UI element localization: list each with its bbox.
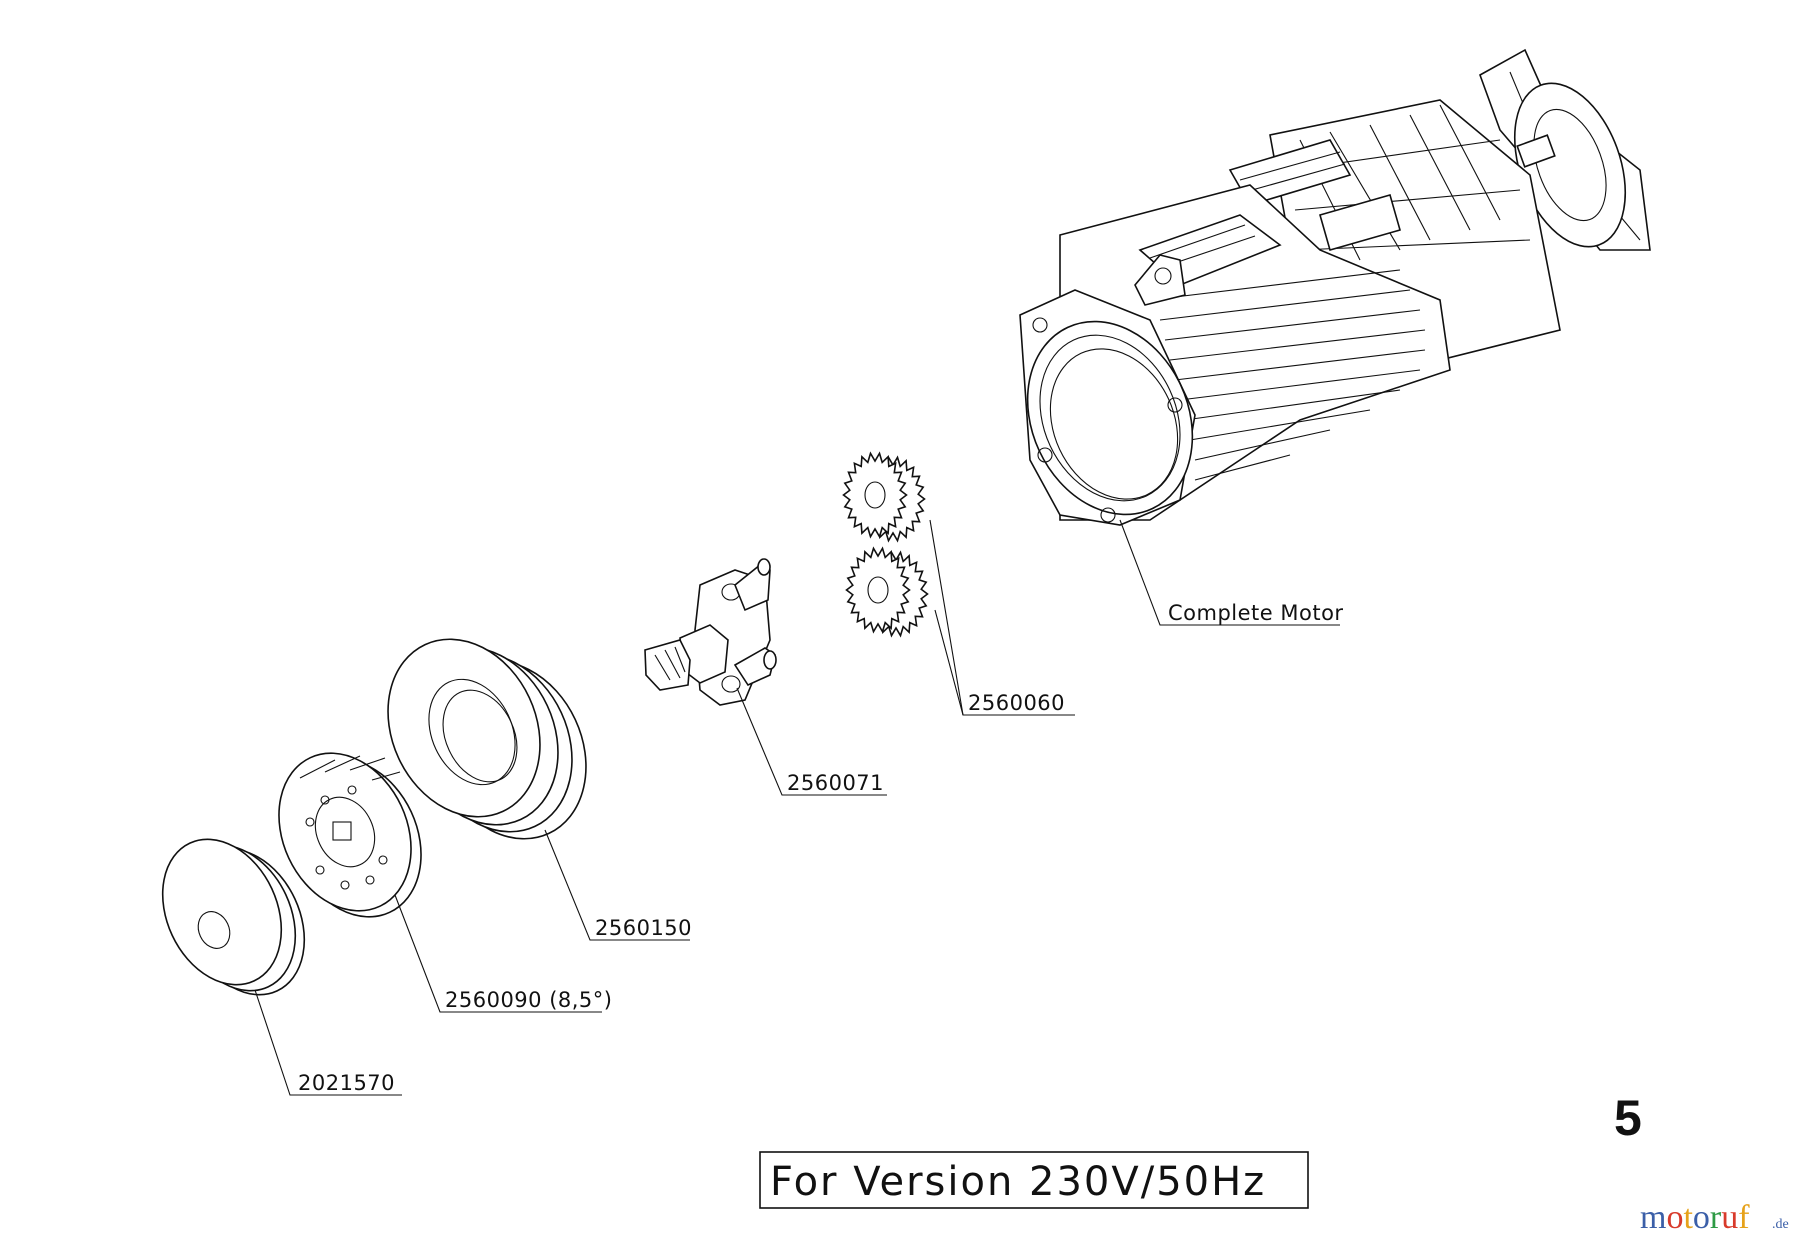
svg-text:motoruf: motoruf bbox=[1640, 1199, 1750, 1236]
callout-complete-motor: Complete Motor bbox=[1168, 601, 1344, 625]
feed-roller-drawing bbox=[278, 752, 422, 918]
leader-lines bbox=[254, 519, 1340, 1096]
pulley-drawing bbox=[161, 838, 306, 996]
drive-shaft-drawing bbox=[644, 558, 777, 706]
callout-2021570: 2021570 bbox=[298, 1071, 395, 1095]
callout-2560071: 2560071 bbox=[787, 771, 884, 795]
motoruf-watermark-logo: motoruf .de bbox=[1640, 1199, 1789, 1236]
version-box bbox=[759, 1151, 1309, 1209]
callout-2560060: 2560060 bbox=[968, 691, 1065, 715]
complete-motor-drawing bbox=[1019, 48, 1651, 526]
feed-drum-drawing bbox=[387, 638, 587, 840]
version-text: For Version 230V/50Hz bbox=[770, 1159, 1266, 1205]
callout-2560150: 2560150 bbox=[595, 916, 692, 940]
page-number: 5 bbox=[1614, 1090, 1642, 1146]
callout-2560090: 2560090 (8,5°) bbox=[445, 988, 612, 1012]
twin-gears-drawing bbox=[842, 451, 929, 638]
svg-text:.de: .de bbox=[1772, 1217, 1789, 1232]
